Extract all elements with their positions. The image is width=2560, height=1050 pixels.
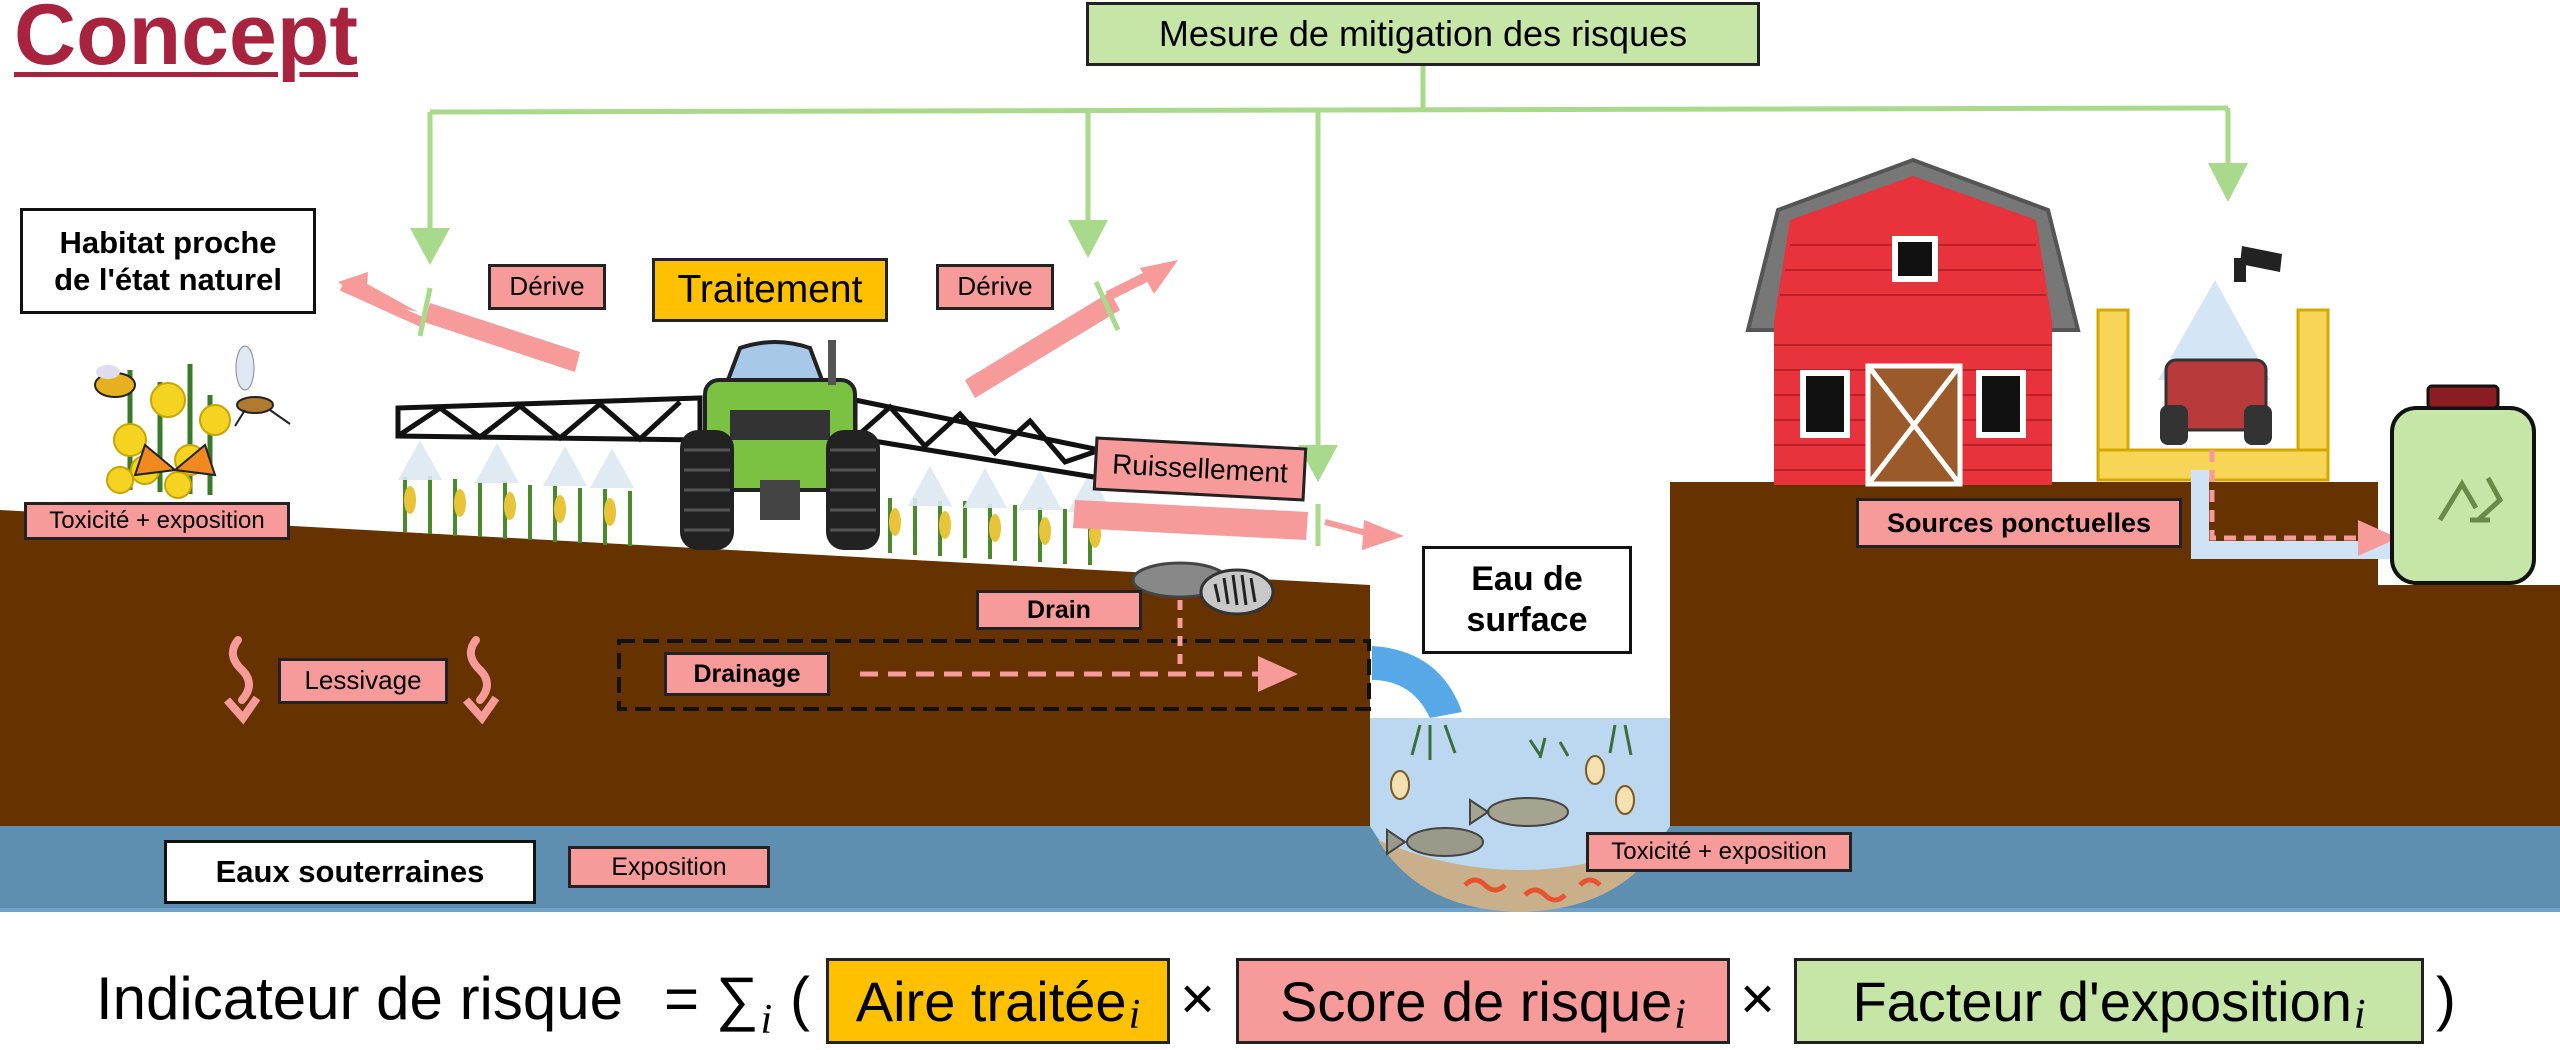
formula-sum-symbol: = ∑ [664,965,759,1032]
leaching-label: Lessivage [278,658,448,704]
drift-arrow-right [965,292,1120,398]
formula-term2-text: Score de risque [1280,969,1673,1033]
butterfly-icon [133,443,217,477]
drain-pipe [1372,646,1462,718]
drain-label: Drain [976,590,1142,630]
farm-soil [1670,482,2560,826]
water-plants-icon [1410,724,1633,760]
fish-icon [1386,797,1569,857]
bee-icon [94,365,136,398]
formula-term3-subscript: i [2353,992,2366,1038]
barn-icon [1745,157,2081,487]
spray-cones [398,440,1112,512]
drift-left-label: Dérive [488,264,606,310]
formula-times-1: × [1180,965,1216,1032]
drainage-label: Drainage [664,652,830,696]
formula-term2-subscript: i [1674,992,1686,1038]
recycling-tank-icon [2390,384,2536,585]
effluent-pipe [2191,470,2390,559]
tractor-icon [680,340,880,550]
tox-exposure-water-label: Toxicité + exposition [1586,832,1852,872]
risk-indicator-formula: Indicateur de risque = ∑i ( Aire traitée… [0,948,2560,1048]
mitigation-label: Mesure de mitigation des risques [1086,2,1760,66]
formula-term3-text: Facteur d'exposition [1852,969,2352,1033]
formula-times-2: × [1740,965,1776,1032]
drainage-zone [617,639,1371,711]
formula-sum-index: i [760,997,773,1043]
formula-lhs: Indicateur de risque [96,965,623,1032]
groundwater-label: Eaux souterraines [164,840,536,904]
mitigation-arrows [427,66,2231,445]
leaching-arrow-icon [228,636,491,704]
drift-right-label: Dérive [936,264,1054,310]
formula-close-paren: ) [2436,965,2456,1032]
surface-water-label: Eau de surface [1422,546,1632,654]
wasp-icon [234,345,291,427]
drainage-arrow [1258,656,1298,692]
formula-term1-text: Aire traitée [855,969,1127,1033]
runoff-arrow [1073,500,1308,540]
drift-arrow-left [424,303,580,372]
formula-term1-subscript: i [1128,992,1141,1038]
wash-station-icon [2096,246,2330,482]
runoff-label: Ruissellement [1092,436,1308,502]
page-title: Concept [14,0,358,83]
tox-exposure-left-label: Toxicité + exposition [24,502,290,540]
formula-equals-sum: = ∑i [664,964,772,1043]
formula-open-paren: ( [790,965,810,1032]
exposure-label: Exposition [568,846,770,888]
habitat-label: Habitat proche de l'état naturel [20,208,316,314]
treatment-label: Traitement [652,258,888,322]
point-sources-label: Sources ponctuelles [1856,498,2182,548]
drain-grate-icon [1131,561,1275,616]
